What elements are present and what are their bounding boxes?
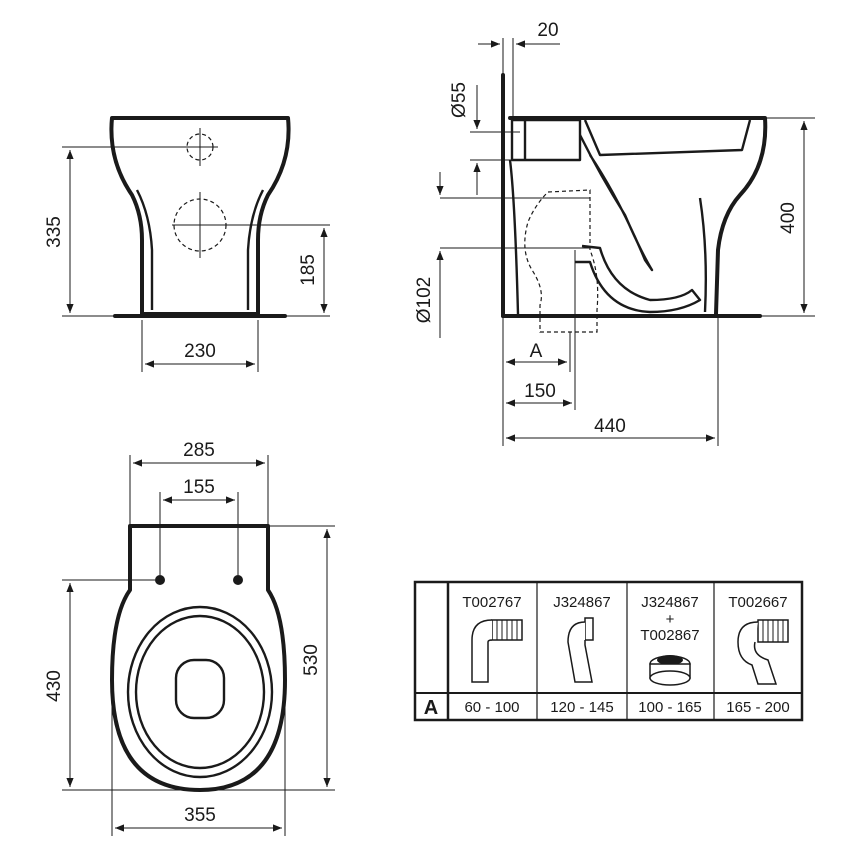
- side-view: 20 Ø55 Ø102 400 A 150 440: [414, 20, 815, 446]
- front-dim-base-width: 230: [184, 341, 216, 362]
- top-outline: [110, 524, 287, 792]
- top-dim-width: 355: [184, 805, 216, 826]
- side-dim-inlet-diameter: Ø55: [449, 82, 470, 118]
- side-trap-outlet: [575, 244, 702, 314]
- side-dim-a: A: [530, 341, 543, 362]
- connector-icon-col2: [567, 617, 594, 683]
- connector-table: T002767 J324867 J324867 + T002867 T00266…: [413, 580, 804, 722]
- connector-icon-col4: [737, 619, 789, 685]
- top-dim-length: 530: [301, 644, 322, 676]
- top-dim-hole-depth: 430: [44, 670, 65, 702]
- table-range-col2: 120 - 145: [550, 699, 613, 716]
- side-body-front: [698, 197, 708, 313]
- table-code-col2: J324867: [553, 594, 611, 611]
- side-body-back: [508, 159, 520, 315]
- side-bowl-outline: [508, 116, 768, 316]
- side-trapway: [578, 134, 654, 272]
- table-code-col3: J324867: [641, 594, 699, 611]
- top-dim-top-width: 285: [183, 440, 215, 461]
- connector-icon-col3: [649, 655, 691, 686]
- side-inlet-connector: [510, 118, 582, 162]
- side-dim-outlet-diameter: Ø102: [414, 277, 435, 323]
- table-code2-col3: T002867: [640, 627, 699, 644]
- top-view: 285 155 430 530 355: [44, 440, 335, 836]
- table-range-col1: 60 - 100: [464, 699, 519, 716]
- side-dim-outlet-distance: 150: [524, 381, 556, 402]
- side-bowl-rim: [583, 119, 752, 157]
- top-bowl-opening: [174, 658, 226, 720]
- table-range-col3: 100 - 165: [638, 699, 701, 716]
- side-outlet-dashed: [524, 189, 599, 333]
- top-seat-outer: [126, 605, 274, 779]
- table-code-col4: T002667: [728, 594, 787, 611]
- front-bowl-inner-right: [246, 189, 265, 310]
- side-dim-top-offset: 20: [537, 20, 558, 41]
- top-fixing-hole-right: [233, 575, 243, 585]
- table-code-col1: T002767: [462, 594, 521, 611]
- table-plus-col3: +: [666, 611, 675, 628]
- table-range-col4: 165 - 200: [726, 699, 789, 716]
- front-bowl-inner-left: [135, 189, 154, 310]
- table-row-label: A: [424, 697, 438, 719]
- connector-icon-col1: [471, 619, 523, 683]
- top-fixing-hole-left: [155, 575, 165, 585]
- top-seat-inner: [134, 614, 266, 770]
- side-dim-depth: 440: [594, 416, 626, 437]
- front-view: 335 185 230: [44, 116, 330, 372]
- front-dim-height: 335: [44, 216, 65, 248]
- top-dim-hole-spacing: 155: [183, 477, 215, 498]
- side-dim-height: 400: [778, 202, 799, 234]
- front-dim-outlet-height: 185: [298, 254, 319, 286]
